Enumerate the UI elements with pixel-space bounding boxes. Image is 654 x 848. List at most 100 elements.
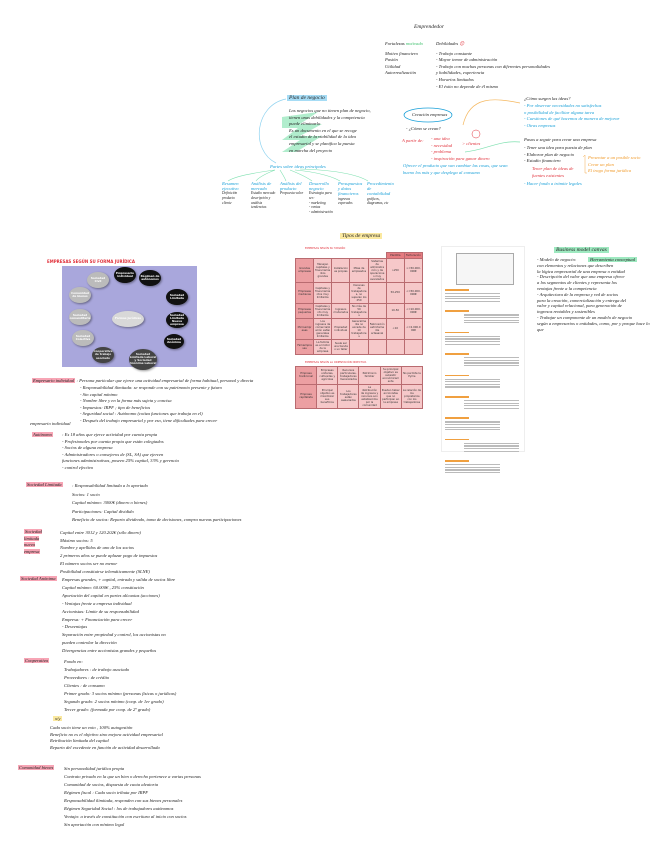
doc-text-line [445, 421, 500, 423]
emprendedor-title: Emprendedor [414, 24, 445, 30]
idea-item-list: - Por observar necesidades no satisfecha… [524, 103, 619, 129]
origen-item: - una idea [431, 136, 450, 141]
doc-text-line [464, 450, 519, 452]
bmc-line: para la creación, comercialización y ent… [537, 297, 627, 303]
plan-negocio-line: Los negocios que no tienen plan de negoc… [289, 108, 371, 113]
table-cell: Empresa capitalista [294, 383, 318, 409]
doc-text-line [464, 402, 519, 404]
doc-text-line [445, 295, 500, 297]
fortalezas-tag: motivado [405, 41, 423, 46]
coop-line-list: Fondo en:Trabajadores : de trabajo asoci… [64, 658, 176, 714]
forma-node: Empresario Individual [114, 266, 136, 284]
debilidades-block: Debilidades ☹ - Trabajo constante- Mayor… [436, 41, 550, 90]
clientes-label: > clientes [462, 141, 481, 146]
debilidad-item: y habilidades, experiencia [436, 70, 485, 76]
doc-text-line [445, 472, 500, 474]
bmc-line: ingresos rentables y sostenibles [537, 309, 595, 315]
forma-node: Sociedad Colectiva [72, 329, 94, 347]
paso-side-item: Crear un plan [588, 161, 614, 167]
doc-text-line [445, 335, 500, 337]
header-cell [295, 252, 314, 259]
parte-line: tendencias [251, 205, 267, 210]
sa-line-list: Empresas grandes, + capital, entrada y s… [62, 576, 175, 655]
table-cell: Los ingresos de comercialización están g… [313, 317, 333, 340]
autonomo-line: - control efectivo [62, 464, 94, 470]
coop-line2: Beneficio no es el objetivo sino mejora … [50, 731, 163, 737]
paso-item: - Elaborar plan de negocio [524, 151, 575, 157]
empresario-line: - Después del trabajo empresarial y por … [80, 417, 218, 423]
bmc-line: según a empresarios o entidades, como, p… [537, 320, 650, 332]
parte-title: Presupuestos y datos financieros [338, 181, 363, 197]
slne-line: 2 primeros años se puede aplazar pago de… [60, 553, 158, 559]
parte-line: Propuesta valor [280, 191, 304, 196]
plan-negocio-line: Es un documento en el que se recoge [289, 127, 357, 133]
a-partir-label: A partir de: [402, 138, 424, 143]
table-cell [367, 281, 387, 304]
coop-line2: Cada socio tiene un voto , 100% autogest… [50, 725, 133, 730]
debilidad-item-list: - Trabajo constante- Mayor temor de admi… [436, 51, 550, 91]
forma-node: Sociedad Anónima [164, 333, 184, 349]
paso-side-item: El trago forma jurídica [588, 168, 632, 174]
paso-item: - Tener una idea para puesta de plan [524, 145, 592, 150]
bmc-line: - Modelo de negocio: [537, 257, 577, 262]
header-cell [368, 252, 387, 259]
sa-line: Separación entre propiedad y control, lo… [62, 632, 166, 638]
idea-item: - Por observar necesidades no satisfecha… [524, 103, 602, 108]
table-cell: Principal objetivo es maximizar sus bene… [316, 383, 339, 409]
slne-line: El número socios ser no menor [60, 560, 118, 566]
debilidad-item: - Mayor temor de administración [436, 57, 498, 63]
ofrecer-line: bueno los más y que desplega al consumo [403, 169, 480, 175]
doc-text-line [445, 293, 500, 295]
doc-text-line [464, 442, 519, 444]
table-cell: Suele ser una tienda o un taller [331, 338, 351, 355]
doc-heading [445, 417, 469, 419]
sa-line: - Desventajas [62, 624, 88, 630]
document-image [441, 246, 525, 474]
table-cell [349, 338, 369, 355]
doc-text-line [445, 338, 500, 340]
sad-face-icon: ☹ [459, 41, 465, 46]
doc-text-line [464, 319, 519, 321]
idea-item: - Cuestiones de qué hacemos de manera de… [524, 116, 620, 122]
autonomo-label: Autónomo [32, 432, 53, 437]
doc-text-line [464, 322, 519, 324]
ofrecer-line-list: Ofrecer el producto que van cambiar las … [403, 163, 515, 176]
table-cell: <=2.000.000€ [403, 317, 424, 340]
forma-node: Cooperativa de trabajo asociado [92, 346, 114, 364]
table-cell: Decenas de trabajadores, no superan los … [349, 281, 369, 304]
sl-label: Sociedad Limitada [26, 482, 63, 487]
parte-title: Análisis de mercado [251, 181, 272, 192]
doc-heading [445, 289, 469, 291]
doc-heading [445, 331, 469, 334]
cb-line: Contrato privado en la que un bien o der… [64, 774, 201, 779]
sa-line: Capital mínimo: 60.000€ , 25% constituci… [62, 584, 144, 590]
doc-text-line [464, 362, 519, 364]
forma-node: Sociedad Limitada Laboral y Sociedad Anó… [129, 348, 157, 370]
slne-line: Capital entre 3012 y 120.202€ (sólo dine… [60, 530, 141, 535]
slne-line: Nombre y apellidos de uno de los socios [60, 545, 134, 551]
doc-text-line [464, 400, 519, 402]
table-cell: Famiempresas [294, 338, 315, 355]
fortaleza-item: Utilidad [385, 63, 401, 69]
origen-item: - problema [431, 149, 452, 155]
paso-note: Tener plan de ideas de [532, 166, 574, 171]
coop-line: Fondo en: [64, 659, 84, 664]
parte-title: Análisis del producto [280, 181, 302, 192]
sl-line-list: : Responsabilidad limitada a lo aportado… [72, 482, 241, 525]
doc-text-line [464, 445, 519, 447]
bmc-line: la lógica empresarial de una empresa o e… [537, 268, 625, 274]
sl-line: Socios: 1 socio [72, 491, 100, 497]
cb-line: Responsabilidad ilimitada, responden con… [64, 798, 183, 803]
doc-text-line [464, 317, 519, 319]
doc-text-line [445, 424, 500, 426]
table-cell: >=50.000.000€ [403, 257, 424, 283]
table-cell: La distribución de ingresos y recursos s… [358, 383, 381, 409]
